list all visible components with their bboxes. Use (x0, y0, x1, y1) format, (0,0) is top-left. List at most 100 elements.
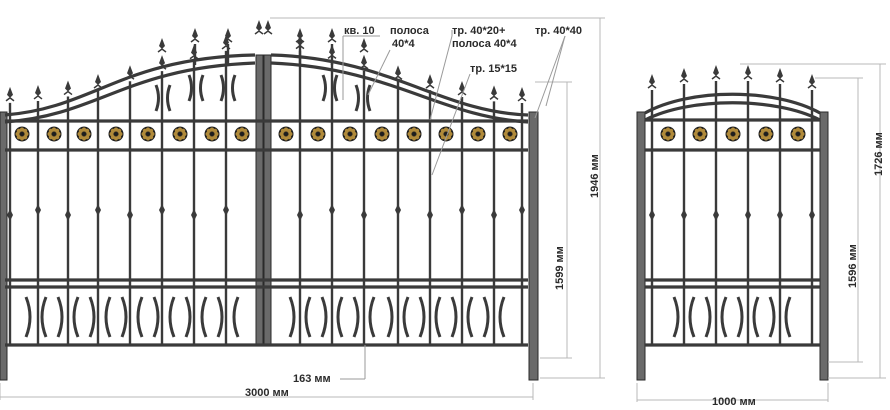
scroll-left (352, 296, 360, 338)
spear-tip (681, 68, 687, 79)
rosette-center (347, 131, 353, 137)
scroll-left (386, 296, 394, 338)
label-width-1000: 1000 мм (712, 396, 756, 408)
spear-collar (775, 78, 785, 83)
label-height-1946: 1946 мм (589, 154, 601, 198)
wicket-gate (636, 65, 829, 381)
gate-bottom-scrolls (24, 296, 506, 338)
dimension-lines (0, 17, 886, 402)
spear-collar (517, 97, 527, 102)
spear-tip (159, 38, 165, 49)
spear-collar (125, 75, 135, 80)
scroll-left (768, 296, 776, 338)
scroll-left (288, 296, 296, 338)
scroll-right (434, 296, 442, 338)
spear-collar (93, 84, 103, 89)
gate-rosettes (14, 126, 518, 142)
gate-arch-outer (4, 53, 529, 117)
label-height-1599: 1599 мм (554, 246, 566, 290)
scroll-left (154, 84, 160, 112)
rosette-center (795, 131, 801, 137)
spear-tip (256, 20, 262, 31)
picket-knot (519, 204, 525, 216)
picket-knot (191, 209, 197, 221)
picket-knot (681, 209, 687, 221)
rosette-petal (319, 128, 324, 133)
spear-tip (809, 74, 815, 85)
picket-knot (777, 209, 783, 221)
rosette-center (51, 131, 57, 137)
label-height-1726: 1726 мм (873, 132, 885, 176)
picket-knot (427, 209, 433, 221)
rosette-center (411, 131, 417, 137)
gate-right-post (528, 111, 539, 381)
spear-collar (157, 65, 167, 70)
rosette-petal (511, 128, 516, 133)
rosette-center (209, 131, 215, 137)
rosette-center (113, 131, 119, 137)
picket-knot (713, 209, 719, 221)
spear-tip (159, 55, 165, 67)
scroll-left (56, 296, 64, 338)
label-tr4040: тр. 40*40 (535, 25, 582, 37)
spear-tip (777, 68, 783, 79)
rosette-petal (734, 128, 739, 133)
scroll-right (40, 296, 48, 338)
scroll-left (184, 296, 192, 338)
spear-collar (263, 30, 273, 35)
gate-left-post (0, 111, 8, 381)
picket-knot (459, 204, 465, 216)
label-height-1596: 1596 мм (847, 244, 859, 288)
rosette-petal (479, 128, 484, 133)
rosette-center (315, 131, 321, 137)
spear-tip (65, 80, 71, 92)
picket-knot (7, 209, 13, 221)
wicket-rosettes (660, 126, 806, 142)
callout-leaders (342, 30, 566, 176)
wicket-left-post (636, 111, 646, 381)
scroll-right (720, 296, 728, 338)
scroll-left (482, 296, 490, 338)
annotations: кв. 10 полоса 40*4 тр. 40*20+ полоса 40*… (245, 25, 885, 408)
scroll-left (120, 296, 128, 338)
rosette-petal (23, 128, 28, 133)
scroll-right (366, 84, 372, 112)
spear-collar (647, 84, 657, 89)
spear-tip (491, 85, 497, 97)
spear-collar (393, 75, 403, 80)
rosette-center (283, 131, 289, 137)
scroll-right (498, 296, 506, 338)
rosette-center (730, 131, 736, 137)
scroll-left (187, 74, 193, 102)
spear-collar (807, 84, 817, 89)
rosette-center (763, 131, 769, 137)
rosette-center (145, 131, 151, 137)
picket-knot (329, 204, 335, 216)
scroll-right (200, 296, 208, 338)
scroll-left (24, 296, 32, 338)
spear-collar (254, 30, 264, 35)
spear-tip (192, 28, 198, 39)
wicket-arch-outer (644, 92, 821, 115)
scroll-left (88, 296, 96, 338)
spear-collar (489, 95, 499, 100)
gate-center-post-left (255, 54, 264, 346)
spear-tip (95, 74, 101, 86)
spear-collar (679, 78, 689, 83)
label-tr1515: тр. 15*15 (470, 63, 517, 75)
rosette-center (81, 131, 87, 137)
spear-collar (157, 48, 167, 53)
picket-knot (65, 209, 71, 221)
rosette-petal (415, 128, 420, 133)
spear-collar (743, 75, 753, 80)
scroll-left (321, 74, 327, 102)
scroll-right (402, 296, 410, 338)
picket-knot (159, 204, 165, 216)
scroll-right (304, 296, 312, 338)
spear-tip (649, 74, 655, 85)
scroll-right (466, 296, 474, 338)
picket-knot (809, 209, 815, 221)
scroll-left (152, 296, 160, 338)
scroll-right (136, 296, 144, 338)
scroll-left (320, 296, 328, 338)
